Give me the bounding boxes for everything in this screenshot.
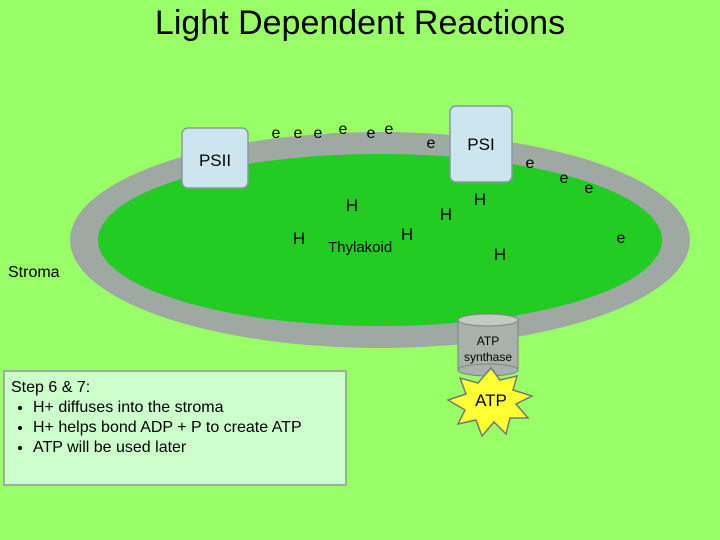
electron: e: [339, 121, 348, 138]
electron: e: [617, 230, 626, 247]
atp-synthase: ATP synthase: [457, 313, 519, 377]
electron: e: [585, 180, 594, 197]
atp-starburst: [446, 366, 534, 438]
stroma-label: Stroma: [8, 264, 60, 281]
atp-synthase-label-2: synthase: [464, 350, 512, 364]
psii-label: PSII: [199, 151, 231, 170]
psi-label: PSI: [467, 135, 494, 154]
page-title: Light Dependent Reactions: [154, 4, 566, 42]
notes-list: H+ diffuses into the stroma H+ helps bon…: [11, 398, 339, 458]
psii-box: [181, 127, 249, 189]
hydrogen-ion: H: [440, 205, 452, 224]
electron: e: [314, 125, 323, 142]
thylakoid-label: Thylakoid: [328, 239, 392, 256]
electron: e: [427, 135, 436, 152]
atp-synthase-label-1: ATP: [477, 334, 499, 348]
electron: e: [294, 125, 303, 142]
notes-box: Step 6 & 7: H+ diffuses into the stroma …: [3, 370, 347, 486]
notes-bullet: ATP will be used later: [33, 438, 339, 458]
electron: e: [272, 125, 281, 142]
electron: e: [385, 121, 394, 138]
hydrogen-ion: H: [401, 225, 413, 244]
atp-label: ATP: [475, 391, 507, 410]
notes-heading: Step 6 & 7:: [11, 379, 91, 396]
hydrogen-ion: H: [494, 245, 506, 264]
electron: e: [526, 155, 535, 172]
hydrogen-ion: H: [293, 229, 305, 248]
electron: e: [367, 125, 376, 142]
notes-bullet: H+ helps bond ADP + P to create ATP: [33, 418, 339, 438]
electron: e: [560, 170, 569, 187]
hydrogen-ion: H: [346, 196, 358, 215]
thylakoid-lumen: [98, 154, 662, 326]
hydrogen-ion: H: [474, 190, 486, 209]
psi-box: [449, 105, 513, 183]
notes-bullet: H+ diffuses into the stroma: [33, 398, 339, 418]
